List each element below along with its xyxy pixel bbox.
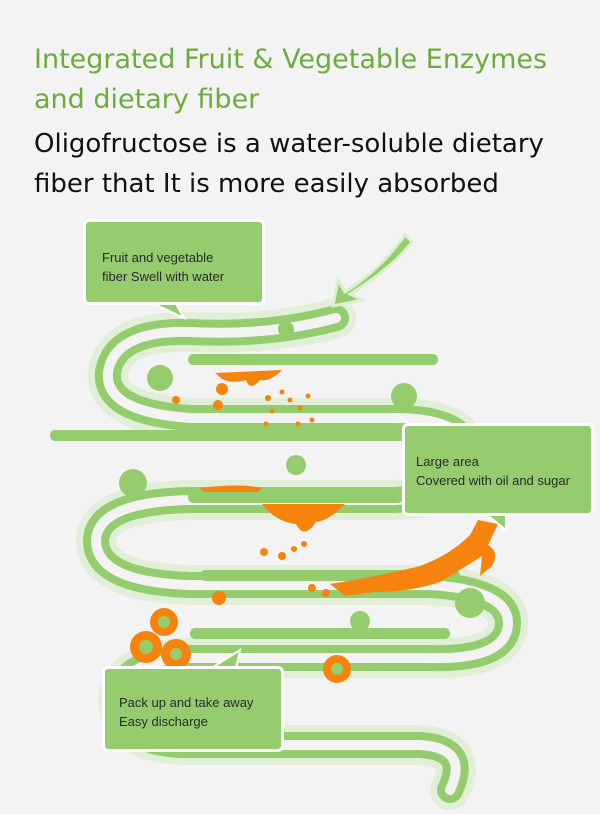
oil-drop <box>172 396 180 404</box>
fiber-dot <box>286 455 306 475</box>
oil-streak <box>330 520 498 596</box>
entry-arrow-icon <box>331 232 414 308</box>
page-subtitle: Oligofructose is a water-soluble dietary… <box>34 124 594 204</box>
fiber-dot <box>455 588 485 618</box>
oil-drip <box>215 370 282 386</box>
waste-ball-core <box>170 648 182 660</box>
oil-layer <box>200 485 262 492</box>
subtitle-line-2: fiber that It is more easily absorbed <box>34 169 499 199</box>
fold-bar-2 <box>50 430 425 441</box>
callout-line: Easy discharge <box>119 714 208 729</box>
fold-bar-3 <box>188 492 403 503</box>
oil-drop <box>265 395 271 401</box>
oil-drop <box>295 421 301 427</box>
oil-drop <box>301 541 307 547</box>
fiber-dot <box>391 383 417 409</box>
oil-drop <box>322 589 330 597</box>
callout-large-area: Large area Covered with oil and sugar <box>402 423 594 516</box>
oil-drop <box>269 408 275 414</box>
oil-drop <box>260 548 268 556</box>
oil-drop <box>263 421 269 427</box>
callout-line: Covered with oil and sugar <box>416 473 570 488</box>
callout-line: Fruit and vegetable <box>102 250 214 265</box>
callout-line: Large area <box>416 454 479 469</box>
title-line-2: and dietary fiber <box>34 84 260 115</box>
oil-drop <box>308 584 316 592</box>
subtitle-line-1: Oligofructose is a water-soluble dietary <box>34 129 544 159</box>
page-title: Integrated Fruit & Vegetable Enzymes and… <box>34 40 594 120</box>
fiber-dot <box>278 321 294 337</box>
fold-bar-5 <box>190 628 450 639</box>
oil-drop <box>213 400 223 410</box>
waste-ball-core <box>331 663 343 675</box>
fold-bar-1 <box>188 354 438 365</box>
oil-drop <box>291 546 297 552</box>
oil-drop <box>212 591 226 605</box>
fiber-dot <box>119 469 147 497</box>
callout-line: fiber Swell with water <box>102 269 225 284</box>
oil-drop <box>297 405 303 411</box>
oil-drop <box>216 383 228 395</box>
waste-ball-core <box>158 616 170 628</box>
callout-easy-discharge: Pack up and take away Easy discharge <box>102 666 284 752</box>
title-line-1: Integrated Fruit & Vegetable Enzymes <box>34 44 548 75</box>
oil-drop <box>309 417 315 423</box>
oil-drop <box>305 393 311 399</box>
oil-drop <box>278 552 286 560</box>
waste-ball-core <box>139 640 153 654</box>
fiber-dot <box>350 611 370 631</box>
callout-line: Pack up and take away <box>119 695 254 710</box>
oil-drop <box>287 397 293 403</box>
fiber-dot <box>147 365 173 391</box>
oil-drop <box>279 389 285 395</box>
callout-swell-with-water: Fruit and vegetable fiber Swell with wat… <box>83 219 265 305</box>
oil-drip <box>262 504 345 532</box>
